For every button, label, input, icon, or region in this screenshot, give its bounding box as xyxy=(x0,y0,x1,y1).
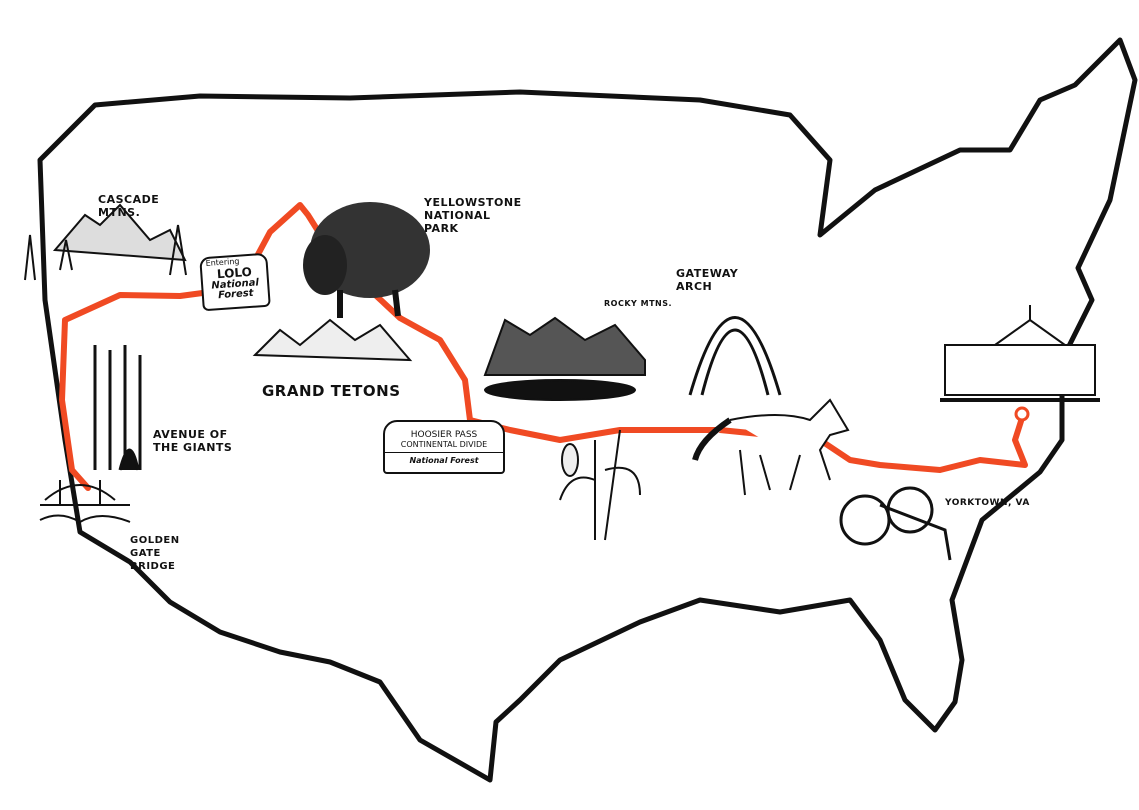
horse-illustration xyxy=(692,398,850,496)
white-house-illustration xyxy=(940,305,1100,402)
gateway-arch-label: GATEWAY ARCH xyxy=(676,267,739,293)
hoosier-line1: HOOSIER PASS xyxy=(410,430,478,440)
golden-gate-label: GOLDEN GATE BRIDGE xyxy=(130,535,180,572)
yellowstone-label: YELLOWSTONE NATIONAL PARK xyxy=(424,196,522,235)
grand-tetons-illustration xyxy=(252,318,413,362)
redwoods-illustration xyxy=(93,345,142,471)
cascade-mountains-illustration xyxy=(24,203,187,281)
route-line xyxy=(59,202,1028,491)
hoosier-pass-sign: HOOSIER PASS CONTINENTAL DIVIDE National… xyxy=(383,420,505,474)
corn-illustration xyxy=(559,429,641,541)
lolo-sign: Entering LOLO National Forest xyxy=(199,252,271,312)
golden-gate-bridge-illustration xyxy=(39,480,131,524)
hoosier-line3: National Forest xyxy=(409,456,479,465)
gateway-arch-illustration xyxy=(688,316,782,396)
hoosier-line2: CONTINENTAL DIVIDE xyxy=(385,440,503,453)
rocky-mountains-label: ROCKY MTNS. xyxy=(604,299,673,308)
yorktown-label: YORKTOWN, VA xyxy=(945,498,1030,508)
destination-marker xyxy=(1014,406,1030,422)
cannon-illustration xyxy=(839,486,952,561)
grand-tetons-label: GRAND TETONS xyxy=(262,382,401,400)
usa-outline xyxy=(37,37,1138,783)
cascade-label: CASCADE MTNS. xyxy=(98,193,160,219)
rocky-mountains-illustration xyxy=(483,316,646,401)
bison-illustration xyxy=(303,202,430,318)
avenue-of-giants-label: AVENUE OF THE GIANTS xyxy=(153,428,233,454)
